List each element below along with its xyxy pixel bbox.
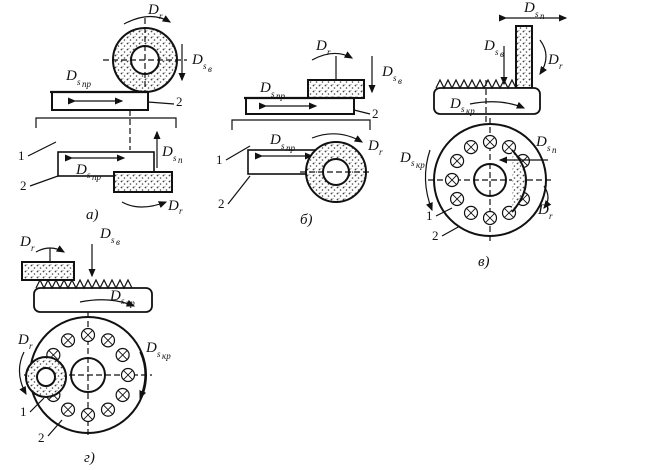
label-sub-r: r [31,243,35,253]
rotary-table-side [433,87,541,115]
caption-g: г) [84,450,95,466]
label-D: D [109,288,121,304]
label-sub-r: r [379,147,383,157]
label-sub-r: r [159,11,163,21]
label-sub-pr: пр [92,172,102,182]
label-D: D [535,134,547,150]
workpiece-holes [46,327,136,423]
grinding-wheel-segment-icon [511,149,527,213]
part-label-1: 1 [426,208,433,223]
label-sub-pr: пр [276,91,286,101]
label-D: D [75,162,87,178]
part-label-2: 2 [176,94,183,109]
caption-b: б) [300,212,313,228]
label-sub-s: s [121,296,125,306]
label-sub-kr: кр [126,298,135,308]
label-sub-p: п [178,155,183,165]
caption-v: в) [478,254,490,270]
label-D: D [367,138,379,154]
label-sub-s: s [547,143,551,153]
label-D: D [147,2,159,18]
panel-a: D r D s в D s пр 2 1 D s пр 2 D s п D [18,2,212,223]
label-D: D [449,96,461,112]
label-sub-kr: кр [416,160,425,170]
label-D: D [537,202,549,218]
label-D: D [547,52,559,68]
label-D: D [399,150,411,166]
label-sub-s: s [77,77,81,87]
label-D: D [483,38,495,54]
label-sub-s: s [111,235,115,245]
grinding-wheel-side-icon [113,171,173,193]
label-sub-p: п [552,145,557,155]
panel-g: D r D s в D s кр D r D s кр 1 2 г [17,226,171,466]
part-label-1: 1 [20,404,27,419]
label-D: D [269,132,281,148]
label-D: D [99,226,111,242]
grinding-wheel-top-icon [307,79,365,99]
label-sub-r: r [549,211,553,221]
label-sub-p: п [540,11,545,21]
grinding-wheel-top-icon [103,18,187,104]
label-sub-v: в [208,64,212,74]
label-D: D [17,332,29,348]
rotary-table-top-view [428,118,552,242]
label-D: D [19,234,31,250]
label-sub-s: s [281,141,285,151]
part-label-2: 2 [432,228,439,243]
grinding-wheel-top-icon [21,261,75,281]
label-sub-s: s [203,61,207,71]
grinding-wheel-vertical-icon [515,25,533,89]
part-label-1: 1 [18,148,25,163]
label-sub-r: r [179,206,183,216]
label-sub-s: s [411,158,415,168]
grinding-wheel-ring-icon [300,141,372,203]
label-sub-s: s [173,153,177,163]
label-D: D [65,68,77,84]
part-label-2: 2 [372,106,379,121]
label-D: D [191,52,203,68]
label-sub-s: s [461,104,465,114]
label-sub-kr: кр [162,351,171,361]
label-sub-r: r [29,341,33,351]
rotation-arrow-icon [123,15,172,25]
grinding-wheel-ring-icon [25,356,67,398]
label-sub-kr: кр [466,106,475,116]
part-label-2: 2 [38,430,45,445]
label-sub-pr: пр [286,143,296,153]
label-sub-v: в [398,76,402,86]
label-sub-v: в [116,237,120,247]
label-sub-pr: пр [82,79,92,89]
label-D: D [381,64,393,80]
label-sub-v: в [500,49,504,59]
label-D: D [161,144,173,160]
label-D: D [523,0,535,16]
label-sub-s: s [87,170,91,180]
label-sub-s: s [271,89,275,99]
caption-a: а) [86,207,99,223]
bench-frame [35,117,177,128]
bench-frame [231,119,371,130]
label-sub-s: s [157,349,161,359]
panel-v: D s п D s в D r D s кр D s кр D s п [399,0,568,270]
label-sub-s: s [495,47,499,57]
label-sub-r: r [559,61,563,71]
label-sub-s: s [393,73,397,83]
label-D: D [259,80,271,96]
label-D: D [145,340,157,356]
label-D: D [167,198,179,214]
label-D: D [315,38,327,54]
label-sub-r: r [327,47,331,57]
label-sub-s: s [535,9,539,19]
panel-b: D r D s в D s пр 2 1 D s пр D r 2 б) [216,38,402,228]
part-label-2: 2 [20,178,27,193]
part-label-1: 1 [216,152,223,167]
part-label-2: 2 [218,196,225,211]
